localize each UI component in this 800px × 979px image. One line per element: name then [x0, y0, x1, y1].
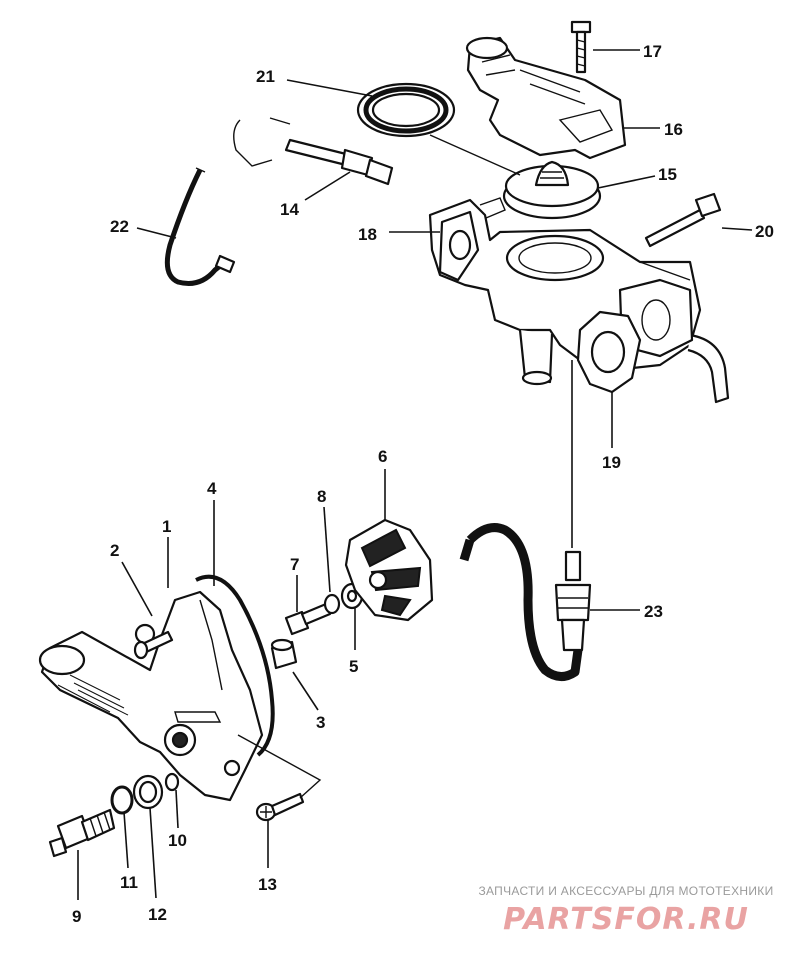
part-15-thermostat [502, 160, 602, 220]
leader-lines [77, 49, 753, 900]
part-21-gasket [356, 82, 456, 138]
callout-5: 5 [349, 657, 358, 676]
part-22-wire [164, 167, 236, 286]
callout-9: 9 [72, 907, 81, 926]
callout-11: 11 [120, 873, 138, 892]
callout-16: 16 [664, 120, 683, 139]
callout-23: 23 [644, 602, 663, 621]
part-2-bolt [133, 630, 174, 660]
part-16-thermostat-cover [465, 36, 627, 160]
part-17-bolt [570, 20, 592, 74]
part-1-pump-body [38, 590, 264, 802]
callout-13: 13 [258, 875, 277, 894]
callout-2: 2 [110, 541, 119, 560]
callout-12: 12 [148, 905, 167, 924]
part-23-temp-sensor [459, 523, 592, 681]
callout-22: 22 [110, 217, 129, 236]
callout-15: 15 [658, 165, 677, 184]
part-8-washer [323, 593, 341, 615]
callout-21: 21 [256, 67, 275, 86]
part-20-bolt [644, 192, 722, 248]
callout-17: 17 [643, 42, 662, 61]
callout-7: 7 [290, 555, 299, 574]
callout-3: 3 [316, 713, 325, 732]
callout-14: 14 [280, 200, 299, 219]
callout-numbers: 17 16 21 15 18 20 22 14 19 23 1 2 4 6 8 … [72, 42, 774, 926]
part-14-sensor [233, 117, 394, 186]
watermark: ЗАПЧАСТИ И АКСЕССУАРЫ ДЛЯ МОТОТЕХНИКИ PA… [466, 884, 786, 937]
callout-8: 8 [317, 487, 326, 506]
part-9-drain-bolt [48, 808, 116, 858]
callout-20: 20 [755, 222, 774, 241]
part-19-gasket [576, 310, 642, 394]
part-7-bolt [284, 602, 332, 636]
part-13-screw [255, 792, 305, 822]
part-4-gasket [195, 574, 275, 757]
callout-1: 1 [162, 517, 171, 536]
callout-4: 4 [207, 479, 217, 498]
callout-10: 10 [168, 831, 187, 850]
part-12-gasket [132, 774, 164, 810]
callout-18: 18 [358, 225, 377, 244]
part-6-impeller [344, 518, 434, 622]
watermark-caption: ЗАПЧАСТИ И АКСЕССУАРЫ ДЛЯ МОТОТЕХНИКИ [478, 884, 774, 898]
callout-6: 6 [378, 447, 387, 466]
watermark-logo: PARTSFOR.RU [503, 902, 749, 937]
part-10-washer [164, 772, 180, 792]
callout-19: 19 [602, 453, 621, 472]
part-11-o-ring [110, 785, 134, 815]
part-3-pin [270, 638, 298, 670]
